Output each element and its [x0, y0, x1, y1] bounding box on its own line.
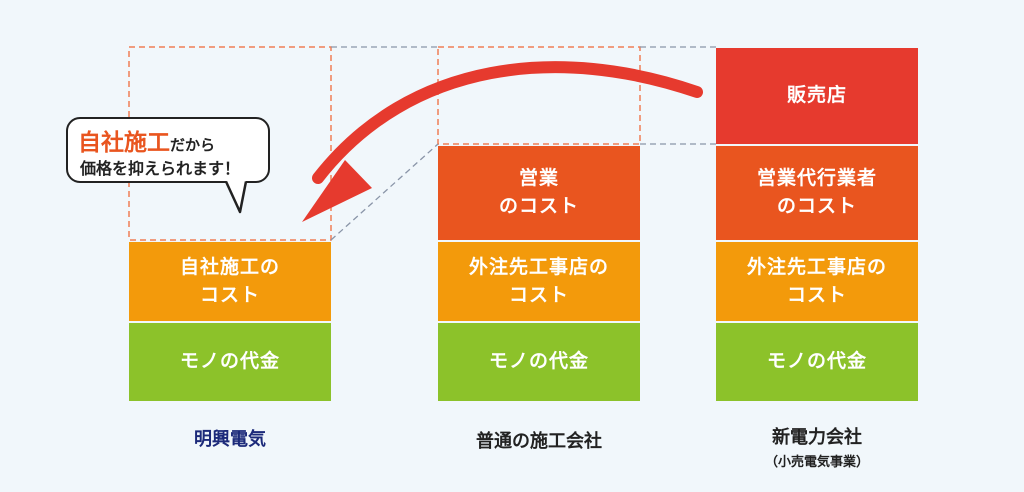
callout-highlight: 自社施工 — [78, 130, 170, 156]
col3-goods-price: モノの代金 — [716, 323, 918, 401]
missing-cost-outline-col2 — [437, 46, 641, 145]
callout-line1: 自社施工だから — [78, 123, 215, 157]
col1-goods-price: モノの代金 — [129, 323, 331, 401]
col3-sublabel: （小売電気事業） — [764, 455, 869, 470]
col3-sales-agency-cost: 営業代行業者 のコスト — [716, 146, 918, 240]
col3-subcontractor-cost: 外注先工事店の コスト — [716, 242, 918, 321]
col3-label: 新電力会社 — [772, 427, 862, 448]
col2-goods-price: モノの代金 — [438, 323, 640, 401]
col2-subcontractor-cost: 外注先工事店の コスト — [438, 242, 640, 321]
speech-bubble: 自社施工だから 価格を抑えられます！ — [66, 117, 270, 183]
col2-sales-cost: 営業 のコスト — [438, 146, 640, 240]
col3-retailer: 販売店 — [716, 48, 918, 144]
col1-own-construction-cost: 自社施工の コスト — [129, 242, 331, 321]
col2-label: 普通の施工会社 — [476, 431, 602, 452]
col1-label: 明興電気 — [194, 429, 266, 450]
callout-rest: だから — [170, 136, 216, 154]
callout-line2: 価格を抑えられます！ — [80, 159, 241, 178]
connector-mid-left — [330, 143, 439, 241]
